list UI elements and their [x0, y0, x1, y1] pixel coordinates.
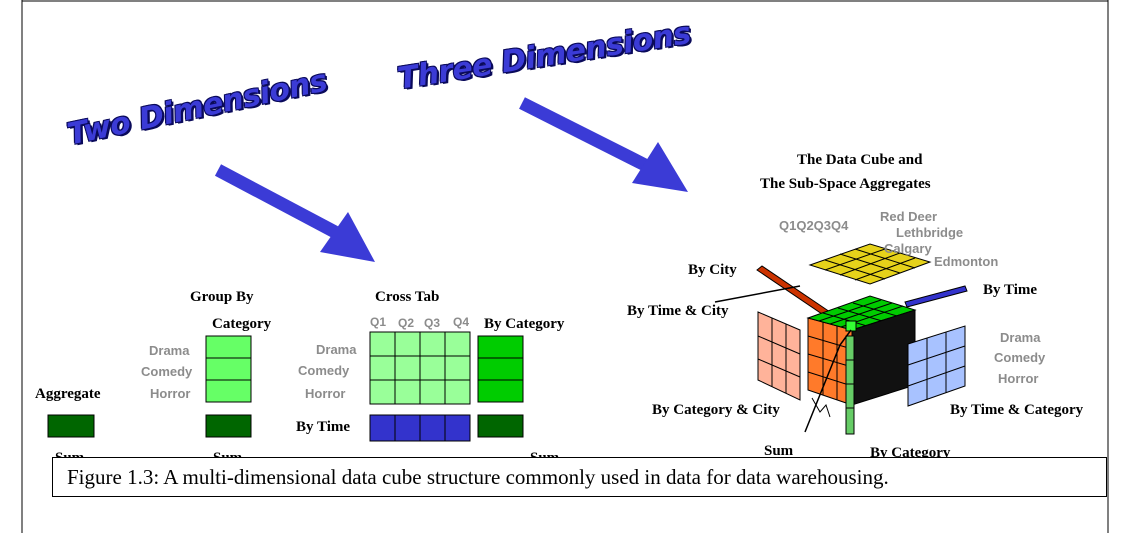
- cube-top-plane: [808, 243, 932, 285]
- category-label: Category: [212, 316, 272, 332]
- figure-caption: Figure 1.3: A multi-dimensional data cub…: [52, 457, 1107, 497]
- group-by-column: [205, 335, 252, 403]
- arrow-three-dimensions: [519, 97, 688, 192]
- cross-tab-category-drama: Drama: [316, 342, 357, 357]
- by-time-label: By Time: [983, 282, 1038, 298]
- cube-category-comedy: Comedy: [994, 350, 1046, 365]
- cube-body: [806, 295, 917, 406]
- by-time-city-label: By Time & City: [627, 303, 729, 319]
- by-category-rod: [845, 335, 855, 435]
- cross-tab-by-category-column: [477, 335, 524, 403]
- city-red-deer: Red Deer: [880, 209, 938, 224]
- by-city-label: By City: [688, 262, 737, 278]
- aggregate-sum-box: [47, 414, 95, 438]
- city-edmonton: Edmonton: [934, 254, 999, 269]
- by-time-rod: [904, 285, 968, 308]
- quarter-q1: Q1: [370, 315, 387, 329]
- pointer-by-time-city: [714, 285, 801, 303]
- by-time-category-label: By Time & Category: [950, 402, 1084, 418]
- by-category-city-label: By Category & City: [652, 402, 780, 418]
- city-calgary: Calgary: [884, 241, 932, 256]
- cross-tab-by-time-row: [369, 414, 471, 442]
- cube-title-line1: The Data Cube and: [797, 152, 923, 168]
- cross-tab-by-time-label: By Time: [296, 419, 351, 435]
- cube-category-horror: Horror: [998, 371, 1039, 386]
- group-by-label: Group By: [190, 289, 254, 305]
- quarter-q4: Q4: [453, 315, 470, 329]
- aggregate-label: Aggregate: [35, 386, 101, 402]
- cube-title-line2: The Sub-Space Aggregates: [760, 176, 931, 192]
- group-by-category-horror: Horror: [150, 386, 191, 401]
- cube-right-plane: [907, 325, 966, 407]
- city-lethbridge: Lethbridge: [896, 225, 964, 240]
- quarter-q3: Q3: [424, 316, 441, 330]
- group-by-sum-box: [205, 414, 252, 438]
- cross-tab-title: Cross Tab: [375, 289, 440, 305]
- quarter-q2: Q2: [398, 316, 415, 330]
- cube-sum-label: Sum: [764, 443, 794, 459]
- pointer-sum: [804, 329, 852, 433]
- cube-left-plane: [757, 311, 801, 401]
- cross-tab-by-category-label: By Category: [484, 316, 565, 332]
- cube-category-drama: Drama: [1000, 330, 1041, 345]
- cross-tab-category-horror: Horror: [305, 386, 346, 401]
- cross-tab-category-comedy: Comedy: [298, 363, 350, 378]
- group-by-category-drama: Drama: [149, 343, 190, 358]
- pointer-by-category-city: [811, 397, 831, 418]
- cube-quarters: Q1Q2Q3Q4: [779, 218, 849, 233]
- group-by-category-comedy: Comedy: [141, 364, 193, 379]
- by-city-rod: [756, 265, 831, 317]
- arrow-two-dimensions: [214, 164, 375, 262]
- cross-tab-sum-box: [477, 414, 524, 438]
- cross-tab-grid: [369, 331, 471, 405]
